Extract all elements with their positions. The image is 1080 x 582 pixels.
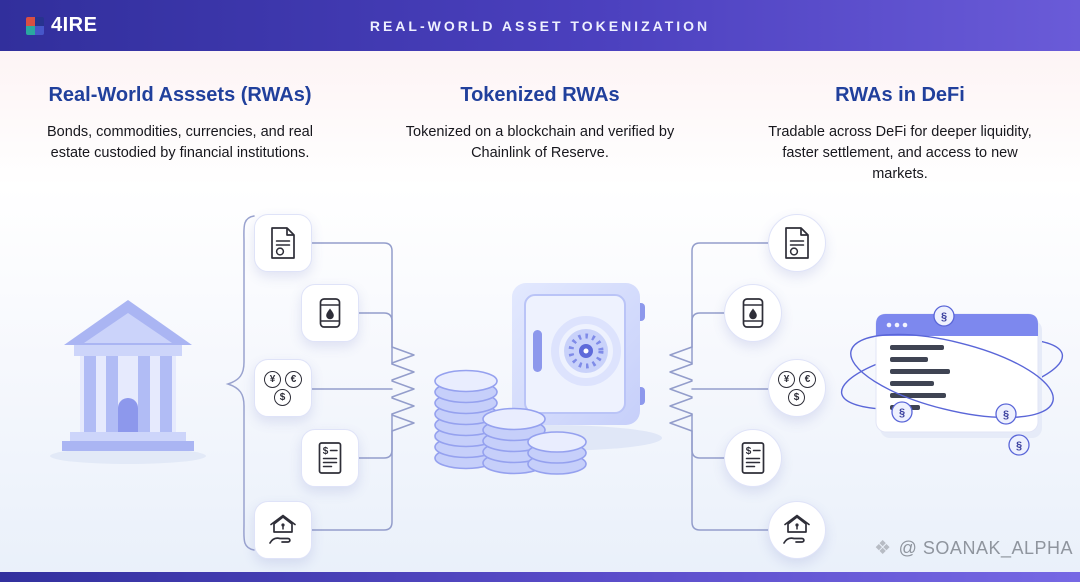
- left-brace: [225, 215, 255, 551]
- dollar-coin: $: [788, 389, 805, 406]
- coin-stacks: [434, 369, 587, 475]
- contract-icon: $: [318, 442, 342, 474]
- yen-coin: ¥: [778, 371, 795, 388]
- column-defi: RWAs in DeFi Tradable across DeFi for de…: [720, 84, 1080, 185]
- section-symbol: §: [899, 407, 905, 419]
- asset-tile-real-estate: [254, 501, 312, 559]
- column-description: Tradable across DeFi for deeper liquidit…: [768, 124, 1032, 183]
- bottom-gradient-bar: [0, 572, 1080, 582]
- dollar-coin: $: [274, 389, 291, 406]
- logo-icon: [26, 16, 44, 35]
- section-symbol: §: [941, 311, 947, 323]
- section-coin-badges: § § § §: [891, 305, 1030, 456]
- vault-illustration: [434, 283, 662, 451]
- logo: 4IRE: [26, 14, 97, 37]
- watermark: ❖ @ SOANAK_ALPHA: [874, 537, 1073, 560]
- column-title: Real-World Asssets (RWAs): [48, 84, 312, 106]
- orbit-front: [850, 333, 1054, 419]
- yen-coin: ¥: [264, 371, 281, 388]
- section-symbol: §: [1016, 440, 1022, 452]
- currency-coins-icon: ¥ € $: [264, 370, 302, 406]
- defi-asset-bond: [768, 214, 826, 272]
- column-title: Tokenized RWAs: [460, 84, 620, 106]
- dollar-mark: $: [323, 446, 329, 457]
- asset-tile-contract: $: [301, 429, 359, 487]
- browser-window-illustration: § § § §: [840, 305, 1064, 456]
- watermark-text: @ SOANAK_ALPHA: [898, 538, 1073, 558]
- logo-text: 4IRE: [51, 14, 98, 36]
- real-estate-hand-icon: [783, 514, 810, 544]
- column-headings: Real-World Asssets (RWAs) Bonds, commodi…: [0, 84, 1080, 185]
- defi-asset-real-estate: [768, 501, 826, 559]
- currency-coins-icon: ¥ € $: [778, 370, 816, 406]
- orbit-back: [840, 337, 1064, 411]
- column-rwa: Real-World Asssets (RWAs) Bonds, commodi…: [0, 84, 360, 185]
- defi-asset-commodity: [724, 284, 782, 342]
- gem-icon: ❖: [874, 538, 892, 559]
- defi-asset-currencies: ¥ € $: [768, 359, 826, 417]
- browser-text-lines: [890, 345, 950, 410]
- oil-barrel-icon: [742, 298, 764, 328]
- column-tokenized: Tokenized RWAs Tokenized on a blockchain…: [360, 84, 720, 185]
- section-symbol: §: [1003, 409, 1009, 421]
- column-description: Tokenized on a blockchain and verified b…: [405, 124, 675, 162]
- bond-document-icon: [271, 227, 295, 259]
- euro-coin: €: [799, 371, 816, 388]
- header-bar: 4IRE REAL-WORLD ASSET TOKENIZATION: [0, 0, 1080, 51]
- euro-coin: €: [285, 371, 302, 388]
- dollar-mark: $: [746, 446, 752, 457]
- defi-asset-contract: $: [724, 429, 782, 487]
- real-estate-hand-icon: [269, 514, 296, 544]
- column-description: Bonds, commodities, currencies, and real…: [47, 124, 313, 162]
- asset-tile-bond: [254, 214, 312, 272]
- asset-tile-currencies: ¥ € $: [254, 359, 312, 417]
- bond-document-icon: [785, 227, 809, 259]
- bank-building-icon: [50, 300, 206, 464]
- column-title: RWAs in DeFi: [835, 84, 965, 106]
- contract-icon: $: [741, 442, 765, 474]
- asset-tile-commodity: [301, 284, 359, 342]
- oil-barrel-icon: [319, 298, 341, 328]
- header-title: REAL-WORLD ASSET TOKENIZATION: [369, 17, 711, 34]
